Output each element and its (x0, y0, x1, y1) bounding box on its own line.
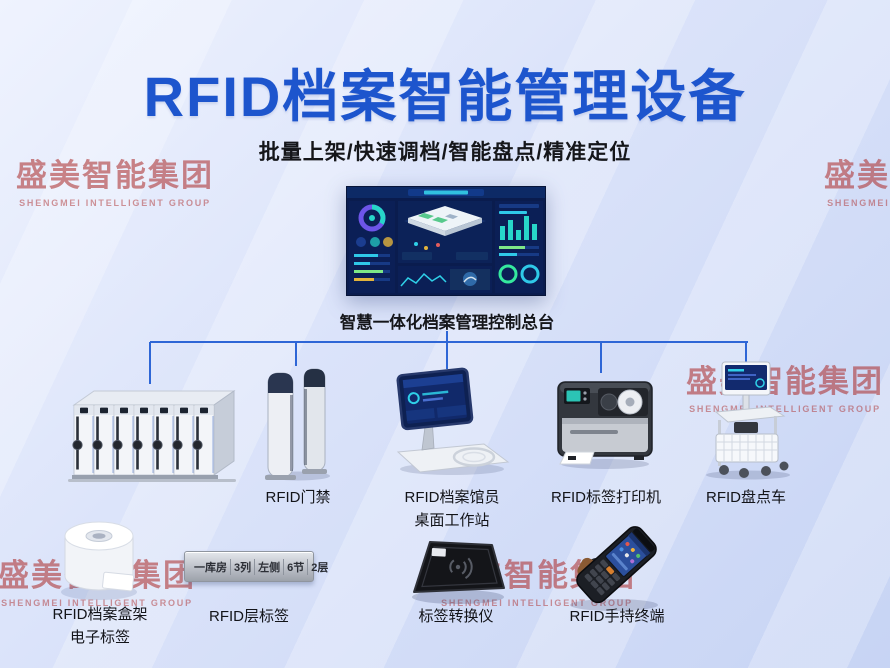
label-roll-illustration (61, 521, 137, 600)
shelving-illustration (68, 390, 236, 482)
printer-image (554, 372, 656, 470)
handheld-illustration (570, 526, 658, 611)
connector-drop-2 (295, 342, 297, 366)
layer-label-segment: 6节 (283, 558, 307, 575)
layer-label-segment: 2层 (307, 558, 331, 575)
control-console-screenshot (346, 186, 546, 296)
watermark-en: SHENGMEI INTELLIGENT GROUP (441, 598, 633, 608)
console-dashboard-illustration (346, 186, 546, 296)
watermark-cn: 盛美智能集团 (686, 364, 884, 399)
workstation-caption-line2: 桌面工作站 (414, 511, 490, 529)
label-roll-caption: RFID档案盒架 电子标签 (53, 604, 148, 649)
workstation-caption: RFID档案馆员 桌面工作站 (405, 487, 500, 532)
layer-label-caption: RFID层标签 (209, 608, 289, 625)
page-title: RFID档案智能管理设备 (143, 65, 747, 128)
console-caption: 智慧一体化档案管理控制总台 (339, 314, 555, 332)
converter-caption: 标签转换仪 (418, 608, 494, 625)
cart-illustration (706, 361, 790, 480)
connector-drop-3 (446, 342, 448, 369)
label-roll-caption-line2: 电子标签 (69, 628, 130, 646)
gate-image (262, 363, 334, 481)
layer-label-image: 一库房 3列 左侧 6节 2层 (184, 551, 328, 582)
handheld-caption: RFID手持终端 (569, 608, 665, 625)
converter-illustration (412, 541, 505, 604)
gate-illustration (265, 368, 330, 481)
shelving-image (66, 383, 238, 483)
workstation-illustration (396, 367, 510, 475)
connector-drop-4 (600, 342, 602, 373)
printer-caption: RFID标签打印机 (551, 489, 661, 506)
gate-caption: RFID门禁 (265, 489, 331, 506)
printer-illustration (557, 381, 653, 469)
label-roll-caption-line1: RFID档案盒架 (52, 606, 148, 623)
cart-caption: RFID盘点车 (706, 489, 786, 506)
watermark: 盛美智能集团 SHENGMEI INTELLIGENT GROUP (676, 356, 890, 414)
handheld-image (556, 520, 674, 612)
connector-drop-1 (149, 342, 151, 384)
watermark-cn: 盛美智能集团 (824, 158, 890, 193)
contactless-icon (449, 557, 473, 580)
connector-stem (446, 331, 448, 342)
cart-image (694, 360, 798, 480)
layer-label-segment: 3列 (230, 558, 254, 575)
watermark-cn: 盛美智能集团 (16, 158, 214, 193)
layer-label-segment: 左侧 (254, 558, 283, 575)
label-roll-image (52, 510, 147, 606)
page-subtitle: 批量上架/快速调档/智能盘点/精准定位 (258, 141, 632, 164)
layer-label-segment: 一库房 (194, 561, 227, 574)
workstation-caption-line1: RFID档案馆员 (404, 489, 500, 506)
connector-horizontal (150, 341, 748, 343)
watermark: 盛美智能集团 SHENGMEI INTELLIGENT GROUP (6, 150, 224, 208)
workstation-image (390, 366, 512, 478)
converter-image (400, 536, 512, 606)
watermark-en: SHENGMEI INTELLIGENT GROUP (689, 404, 881, 414)
watermark: 盛美智能集团 SHENGMEI INTELLIGENT GROUP (814, 150, 890, 208)
connector-drop-5 (745, 342, 747, 365)
watermark-en: SHENGMEI INTELLIGENT GROUP (827, 198, 890, 208)
watermark-en: SHENGMEI INTELLIGENT GROUP (1, 598, 193, 608)
watermark-en: SHENGMEI INTELLIGENT GROUP (19, 198, 211, 208)
